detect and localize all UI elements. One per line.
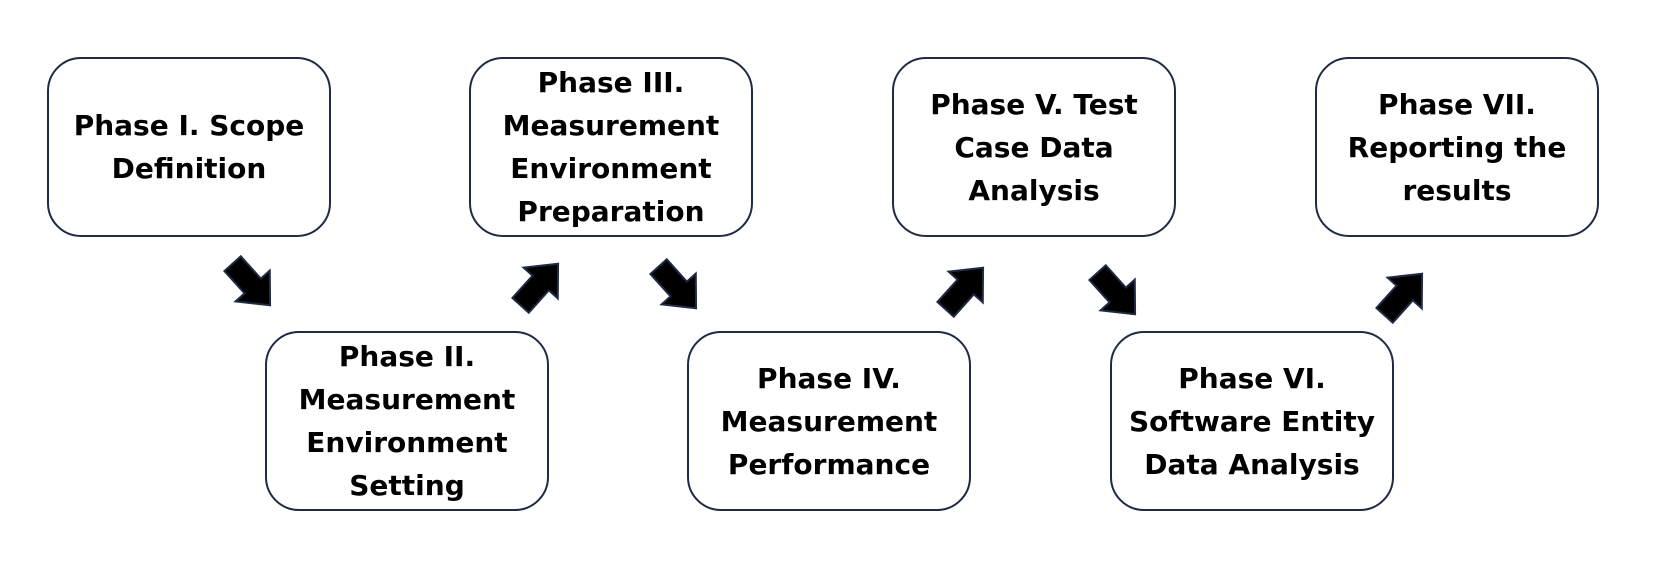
arrow-down-right-1 bbox=[214, 247, 289, 322]
phase-3-box: Phase III. Measurement Environment Prepa… bbox=[469, 57, 753, 237]
phase-6-label: Phase VI. Software Entity Data Analysis bbox=[1129, 361, 1375, 481]
arrow-down-right-3 bbox=[1079, 256, 1154, 331]
phase-2-box: Phase II. Measurement Environment Settin… bbox=[265, 331, 549, 511]
phase-1-box: Phase I. Scope Definition bbox=[47, 57, 331, 237]
arrow-up-right-2 bbox=[927, 251, 1002, 326]
phase-1-label: Phase I. Scope Definition bbox=[73, 109, 305, 185]
phase-7-label: Phase VII. Reporting the results bbox=[1347, 87, 1567, 207]
phase-3-label: Phase III. Measurement Environment Prepa… bbox=[502, 66, 720, 228]
arrow-up-right-3 bbox=[1366, 257, 1441, 332]
arrow-down-right-2 bbox=[640, 250, 715, 325]
phase-4-box: Phase IV. Measurement Performance bbox=[687, 331, 971, 511]
phase-5-label: Phase V. Test Case Data Analysis bbox=[930, 87, 1138, 207]
phase-4-label: Phase IV. Measurement Performance bbox=[720, 361, 938, 481]
phase-2-label: Phase II. Measurement Environment Settin… bbox=[298, 340, 516, 502]
phase-5-box: Phase V. Test Case Data Analysis bbox=[892, 57, 1176, 237]
phase-6-box: Phase VI. Software Entity Data Analysis bbox=[1110, 331, 1394, 511]
phase-7-box: Phase VII. Reporting the results bbox=[1315, 57, 1599, 237]
arrow-up-right-1 bbox=[502, 247, 577, 322]
